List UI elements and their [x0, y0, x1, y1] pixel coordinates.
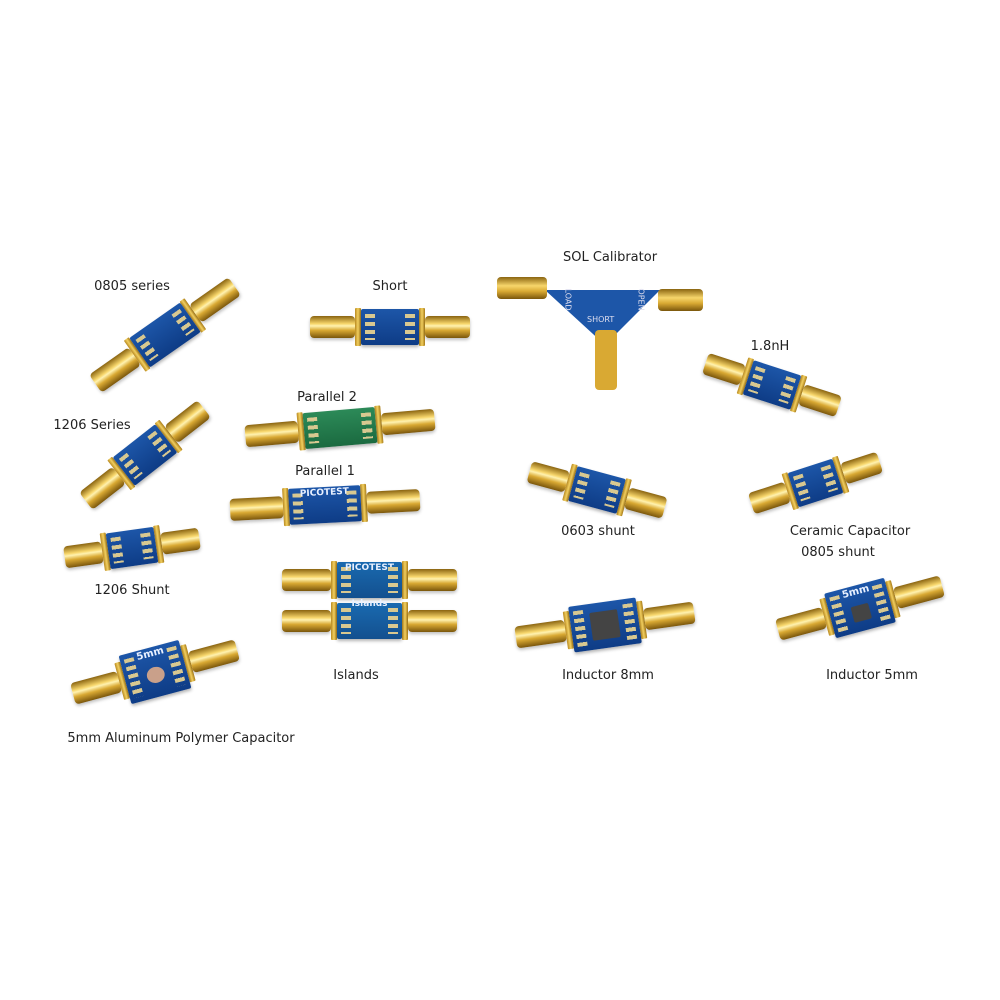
label-1-8nh: 1.8nH	[750, 339, 790, 354]
label-sol-calibrator: SOL Calibrator	[562, 250, 658, 265]
adapter-1206-series	[77, 397, 214, 513]
short-silkscreen: SHORT	[587, 315, 615, 324]
adapter-1-8nh	[701, 349, 843, 421]
five-mm-silkscreen: 5mm	[840, 583, 871, 601]
picotest-silkscreen: PICOTEST	[299, 486, 350, 500]
islands-silkscreen: Islands	[351, 599, 388, 609]
label-aluminum-polymer-capacitor: 5mm Aluminum Polymer Capacitor	[67, 731, 295, 746]
label-0805-shunt: 0805 shunt	[801, 545, 875, 560]
adapter-aluminum-polymer: 5mm	[69, 636, 241, 709]
adapter-inductor-8mm	[514, 597, 696, 653]
adapter-islands-bottom: Islands	[282, 599, 457, 640]
sol-calibrator: LOAD OPEN SHORT	[497, 277, 703, 390]
adapter-parallel-1: PICOTEST	[229, 483, 421, 527]
picotest-silkscreen: PICOTEST	[344, 563, 395, 573]
label-inductor-8mm: Inductor 8mm	[562, 668, 654, 683]
adapter-islands-top: PICOTEST	[282, 561, 457, 599]
adapter-0603-shunt	[526, 457, 669, 522]
label-islands: Islands	[333, 668, 379, 683]
five-mm-silkscreen: 5mm	[135, 645, 166, 664]
label-ceramic-capacitor: Ceramic Capacitor	[789, 524, 911, 539]
adapter-inductor-5mm: 5mm	[774, 572, 946, 645]
open-silkscreen: OPEN	[636, 288, 646, 311]
label-1206-shunt: 1206 Shunt	[94, 583, 170, 598]
adapter-parallel-2	[244, 405, 436, 451]
adapter-1206-shunt	[63, 524, 202, 573]
load-silkscreen: LOAD	[563, 288, 573, 311]
label-1206-series: 1206 Series	[53, 418, 131, 433]
label-parallel-2: Parallel 2	[297, 390, 357, 405]
label-0603-shunt: 0603 shunt	[561, 524, 635, 539]
label-short: Short	[372, 279, 408, 294]
label-parallel-1: Parallel 1	[295, 464, 355, 479]
label-0805-series: 0805 series	[94, 279, 170, 294]
label-inductor-5mm: Inductor 5mm	[826, 668, 918, 683]
adapter-ceramic-capacitor	[747, 448, 885, 518]
adapter-short	[310, 308, 470, 346]
